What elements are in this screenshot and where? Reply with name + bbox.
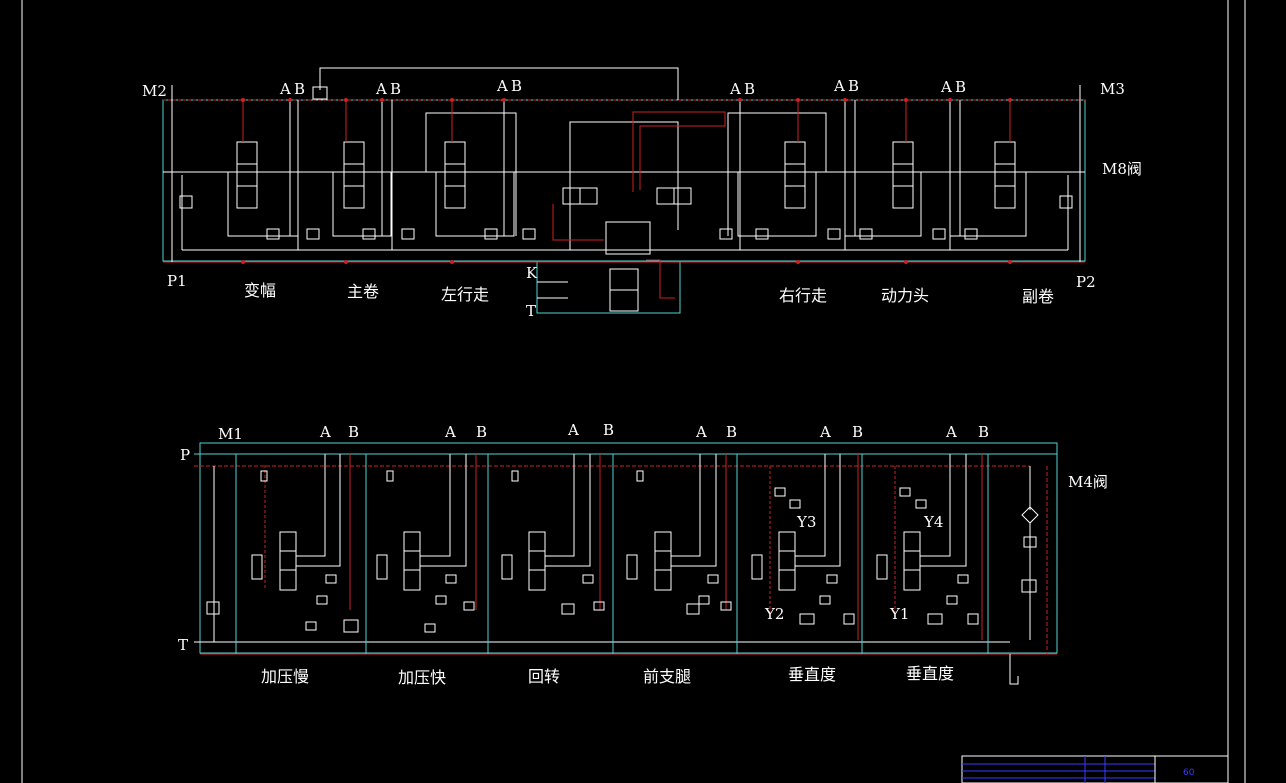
m4-section-4-label: 前支腿 [643,667,691,686]
m4-port-m1: M1 [218,425,243,443]
m8-section-6-label: 副卷 [1022,287,1054,306]
m4-section-3-label: 回转 [528,667,560,686]
m4-section-5-port-b: B [852,423,863,441]
m8-section-1-port-a: A [279,80,291,98]
m4-section-4-port-a: A [695,423,707,441]
m8-labels: M2 M3 P1 P2 M8阀 K T A B A B A B A B A B … [142,77,1142,320]
m8-valve-name: M8阀 [1102,160,1142,178]
m8-section-3-port-b: B [511,77,522,95]
m4-section-2-label: 加压快 [398,668,446,687]
m4-section-3-port-a: A [567,421,579,439]
m8-section-1-label: 变幅 [244,281,276,300]
m8-port-m3: M3 [1100,80,1125,98]
m8-spool-sections [179,100,1073,312]
m8-port-p1: P1 [167,272,187,290]
m8-section-5-port-b: B [848,77,859,95]
drawing-frame [21,0,1246,783]
m8-port-m2: M2 [142,82,167,100]
m8-section-1-port-b: B [294,80,305,98]
m4-port-p: P [180,446,190,464]
m8-junction-dots [241,98,1012,264]
m4-section-6-label: 垂直度 [906,664,954,683]
m4-section-1-label: 加压慢 [261,667,309,686]
m8-section-2-port-b: B [390,80,401,98]
m4-valve-name: M4阀 [1068,473,1108,491]
m4-section-5-port-a: A [819,423,831,441]
m8-section-3-port-a: A [496,77,508,95]
m8-port-k: K [526,264,538,282]
m4-solenoid-y1: Y1 [889,605,909,623]
m4-spool-sections [251,454,983,640]
m8-valve-body [162,67,1086,314]
m8-port-p2: P2 [1076,273,1096,291]
m4-section-4-port-b: B [726,423,737,441]
m8-section-5-label: 动力头 [881,286,929,305]
m8-section-6-port-b: B [955,78,966,96]
title-block [961,755,1229,783]
m4-section-3-port-b: B [603,421,614,439]
title-block-cell: 60 [1183,768,1195,778]
m4-section-6-port-a: A [945,423,957,441]
m8-section-4-port-b: B [744,80,755,98]
m4-section-1-port-b: B [348,423,359,441]
m4-labels: M1 P T M4阀 A B A B A B A B A B A B Y3 Y2… [178,421,1108,687]
m4-port-t: T [178,636,188,654]
m4-valve-body [194,442,1058,685]
m4-section-2-port-a: A [444,423,456,441]
m8-port-t: T [526,302,536,320]
m8-section-5-port-a: A [833,77,845,95]
m4-solenoid-y4: Y4 [923,513,943,531]
m4-section-6-port-b: B [978,423,989,441]
m8-section-2-label: 主卷 [347,282,379,301]
m8-section-6-port-a: A [940,78,952,96]
m4-section-5-label: 垂直度 [788,665,836,684]
m8-section-2-port-a: A [375,80,387,98]
m4-section-1-port-a: A [319,423,331,441]
m8-section-4-port-a: A [729,80,741,98]
m4-section-2-port-b: B [476,423,487,441]
m4-solenoid-y3: Y3 [796,513,816,531]
m8-section-3-label: 左行走 [441,285,489,304]
m8-section-4-label: 右行走 [779,286,827,305]
m4-solenoid-y2: Y2 [764,605,784,623]
